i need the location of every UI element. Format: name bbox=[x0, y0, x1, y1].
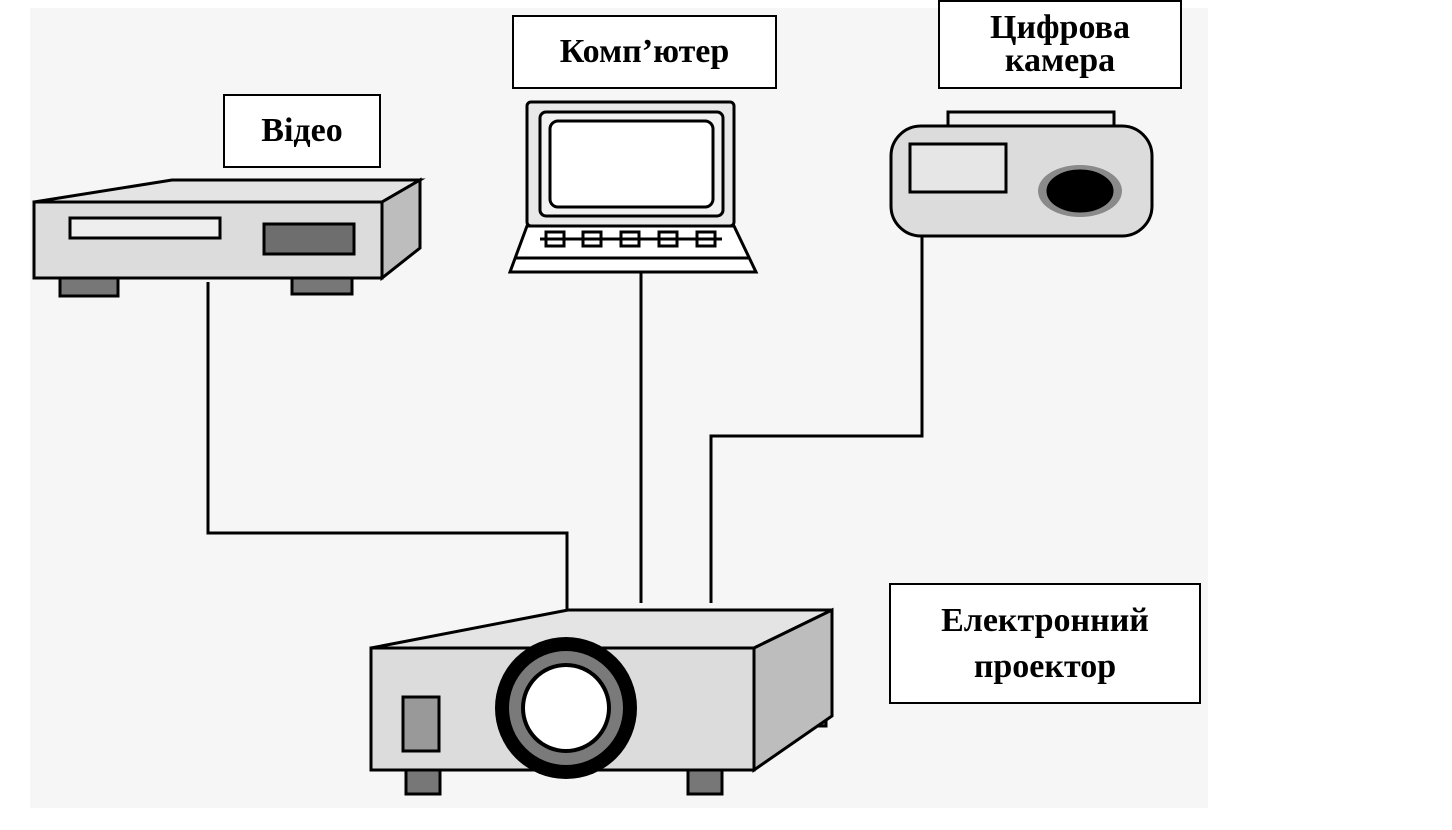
projector-icon bbox=[369, 607, 834, 796]
label-video: Відео bbox=[223, 94, 381, 168]
label-computer: Комп’ютер bbox=[512, 15, 777, 89]
cables bbox=[206, 236, 924, 610]
cable-video-projector bbox=[206, 282, 569, 610]
label-projector-text: Електронний проектор bbox=[941, 601, 1149, 685]
label-digital-camera: Цифрова камера bbox=[938, 0, 1182, 89]
label-computer-text: Комп’ютер bbox=[559, 33, 730, 70]
label-projector: Електронний проектор bbox=[889, 583, 1201, 704]
cable-camera-projector bbox=[709, 236, 924, 603]
laptop-icon bbox=[507, 100, 759, 274]
digital-camera-icon bbox=[889, 110, 1154, 238]
label-video-text: Відео bbox=[261, 112, 343, 149]
label-camera-text: Цифрова камера bbox=[990, 9, 1130, 79]
video-player-icon bbox=[32, 177, 426, 298]
